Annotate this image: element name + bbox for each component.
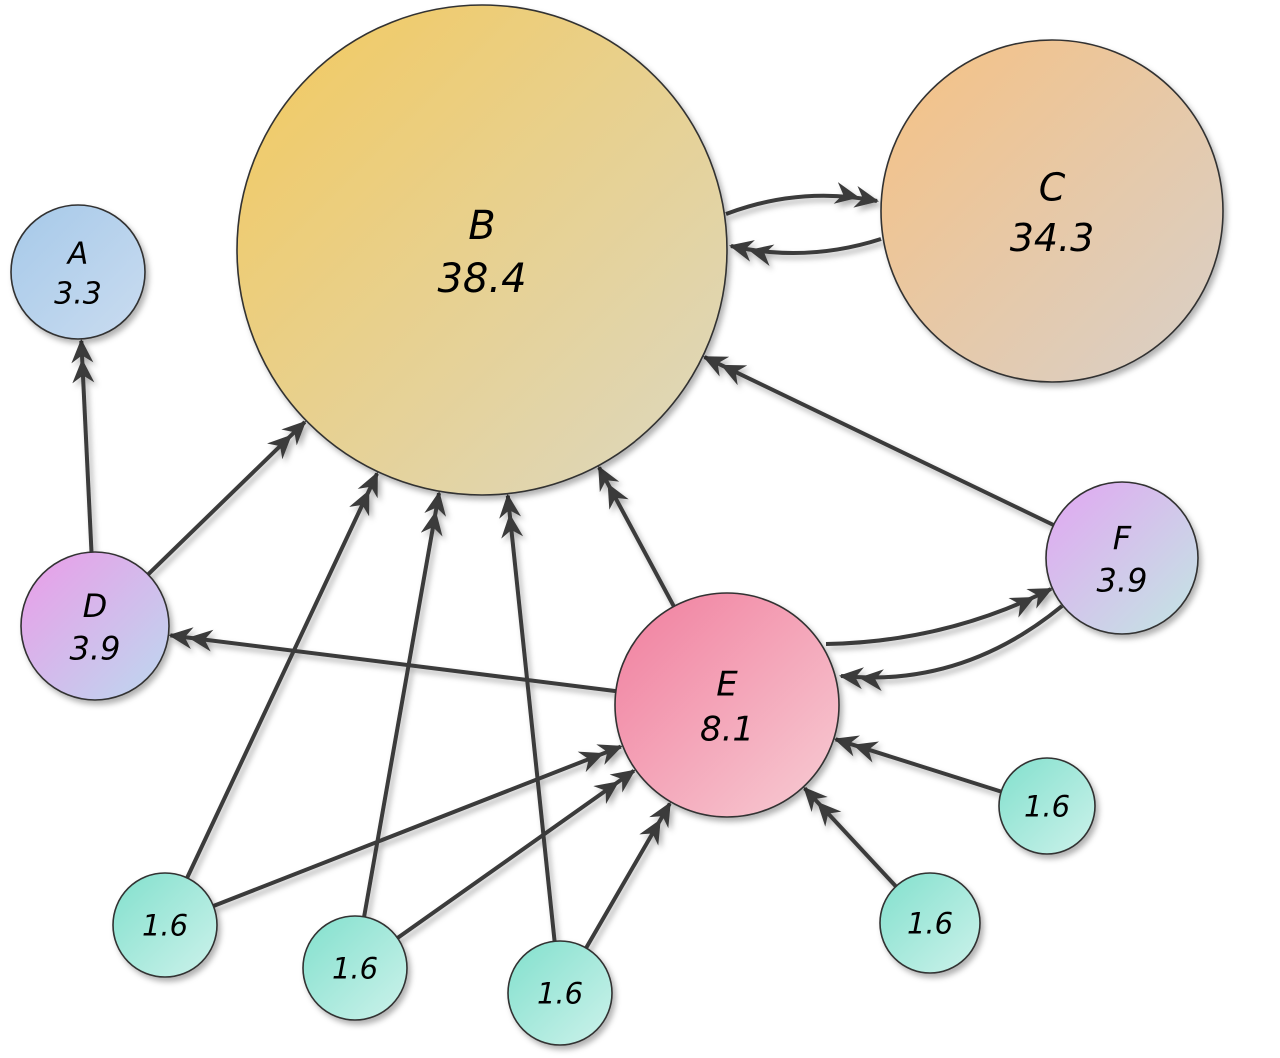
node-G1-circle xyxy=(112,872,218,978)
node-G1-value: 1.6 xyxy=(142,908,188,942)
nodes-layer: A 3.3 B 38.4 C 34.3D 3.9E 8.1 F 3.9 1.6 1.6 1.6 1.6 1.… xyxy=(10,4,1224,1046)
node-1.6-group: 1.6 xyxy=(302,915,408,1021)
node-F-circle xyxy=(1045,481,1199,635)
node-G3-value: 1.6 xyxy=(537,976,583,1010)
node-C-group: C 34.3 xyxy=(880,39,1224,383)
node-C-label: C xyxy=(1039,165,1066,209)
node-F-value: 3.9 xyxy=(1097,562,1148,600)
node-E-value: 8.1 xyxy=(700,710,754,750)
node-G5-circle xyxy=(998,757,1096,855)
node-A-group: A 3.3 xyxy=(10,204,146,340)
node-D-circle xyxy=(20,551,170,701)
node-F-group: F 3.9 xyxy=(1045,481,1199,635)
node-D-group: D 3.9 xyxy=(20,551,170,701)
node-1.6-group: 1.6 xyxy=(112,872,218,978)
node-F-label: F xyxy=(1113,519,1132,557)
node-G4-circle xyxy=(879,872,981,974)
edge-G2-to-E xyxy=(396,769,636,940)
edge-D-to-A xyxy=(71,338,95,553)
edge-E-to-D xyxy=(168,627,617,694)
edge-G1-to-B xyxy=(185,471,379,879)
node-G2-value: 1.6 xyxy=(332,951,378,985)
edge-E-to-F xyxy=(825,587,1053,646)
edge-D-to-B xyxy=(146,420,307,576)
node-C-value: 34.3 xyxy=(1010,216,1095,260)
node-B-value: 38.4 xyxy=(437,256,526,302)
node-A-label: A xyxy=(66,237,89,272)
node-E-circle xyxy=(614,592,840,818)
node-B-circle xyxy=(236,4,728,496)
edge-F-to-B xyxy=(702,355,1055,527)
node-E-group: E 8.1 xyxy=(614,592,840,818)
node-G5-value: 1.6 xyxy=(1024,789,1070,823)
edge-G3-to-E xyxy=(584,801,672,950)
node-G3-circle xyxy=(507,940,613,1046)
node-1.6-group: 1.6 xyxy=(879,872,981,974)
edge-G4-to-E xyxy=(803,786,898,888)
node-D-value: 3.9 xyxy=(70,630,121,668)
node-G4-value: 1.6 xyxy=(907,906,953,940)
node-C-circle xyxy=(880,39,1224,383)
node-1.6-group: 1.6 xyxy=(998,757,1096,855)
node-A-circle xyxy=(10,204,146,340)
edge-C-to-B xyxy=(729,237,882,267)
edge-B-to-C xyxy=(725,182,879,216)
edge-F-to-E xyxy=(839,604,1064,692)
node-A-value: 3.3 xyxy=(54,277,102,312)
edges-layer xyxy=(71,182,1064,950)
node-G2-circle xyxy=(302,915,408,1021)
edge-E-to-B xyxy=(597,465,676,608)
edge-G1-to-E xyxy=(212,744,623,908)
edge-G3-to-B xyxy=(499,493,557,942)
node-B-label: B xyxy=(468,203,495,249)
edge-G5-to-E xyxy=(833,735,1002,794)
edge-G2-to-B xyxy=(362,491,447,918)
node-B-group: B 38.4 xyxy=(236,4,728,496)
node-1.6-group: 1.6 xyxy=(507,940,613,1046)
node-D-label: D xyxy=(83,587,108,625)
node-E-label: E xyxy=(716,665,738,705)
